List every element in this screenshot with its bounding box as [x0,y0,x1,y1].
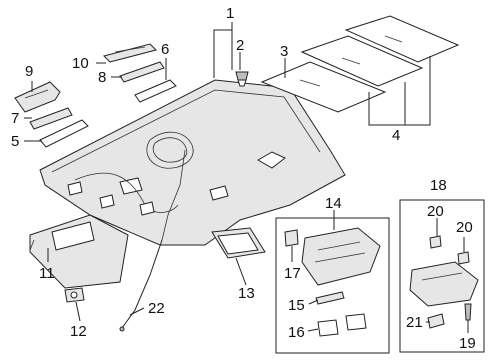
callout-5: 5 [11,133,19,150]
assist-grip-6 [134,79,177,103]
callout-20a: 20 [427,203,444,220]
callout-2: 2 [236,37,244,54]
callout-7: 7 [11,110,19,127]
sun-visor-11 [29,214,129,289]
callout-18: 18 [430,177,447,194]
sound-pad-4a [300,35,424,87]
clip-17 [284,229,299,247]
clip-20a [429,235,442,249]
bracket-9 [14,81,61,113]
callout-4: 4 [392,127,400,144]
console-lamp-14 [301,227,381,286]
group-box-14 [275,217,390,354]
callout-11: 11 [39,265,55,282]
callout-8: 8 [98,69,106,86]
screw-19 [464,303,472,321]
callout-9: 9 [25,63,33,80]
callout-1: 1 [226,5,234,22]
bracket-8 [119,61,165,83]
wiring-10 [103,43,157,63]
bulb-21 [427,313,445,329]
callout-20b: 20 [456,219,473,236]
callout-6: 6 [161,41,169,58]
callout-13: 13 [238,285,255,302]
callout-15: 15 [288,297,305,314]
callout-21: 21 [406,314,423,331]
map-lamp-13 [211,227,266,259]
bracket-7 [29,107,73,130]
callout-16: 16 [288,324,305,341]
callout-14: 14 [325,195,342,212]
callout-10: 10 [72,55,89,72]
cable-22 [119,239,163,332]
sound-pad-3 [260,61,387,113]
visor-holder-12 [64,287,85,303]
room-lamp-18 [409,261,479,307]
headliner-panel [39,79,346,246]
clip-part-2 [235,71,249,87]
lens-16 [317,313,367,337]
callout-17: 17 [284,265,301,282]
callout-labels: 1 2 3 4 5 6 7 8 9 10 11 12 13 14 15 16 1… [11,5,476,352]
assist-grip-5 [39,119,89,148]
clip-20b [457,251,470,265]
callout-22: 22 [148,300,165,317]
callout-12: 12 [70,323,87,340]
sound-pad-4b [344,15,460,63]
callout-3: 3 [280,43,288,60]
group-box-18 [399,199,485,353]
callout-19: 19 [459,335,476,352]
leader-lines [24,22,469,333]
bulb-15 [315,291,345,305]
